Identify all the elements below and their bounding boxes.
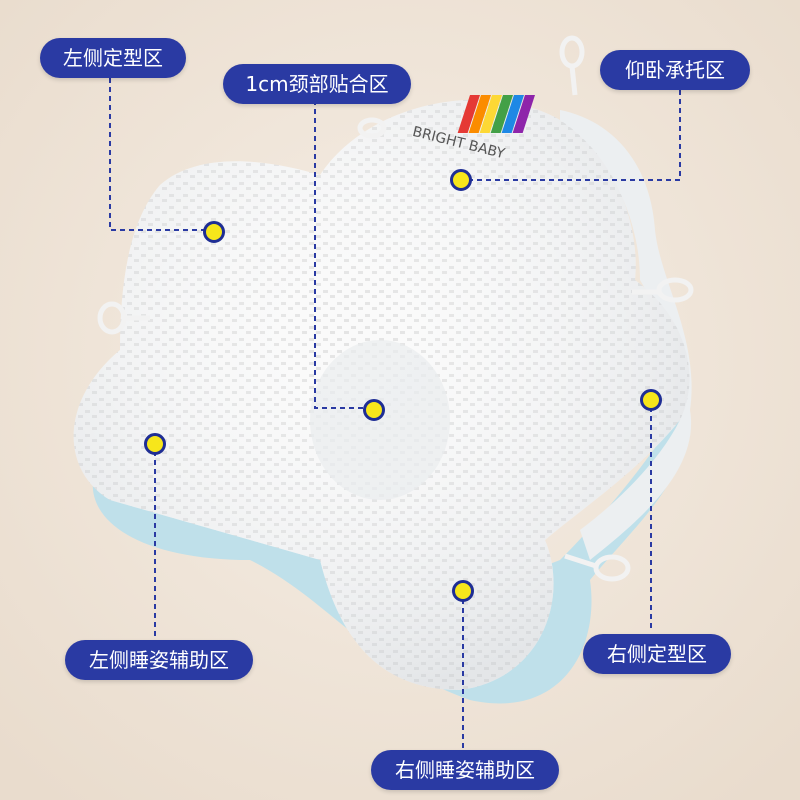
rainbow-badge <box>457 95 535 133</box>
hotspot-left-shaping[interactable] <box>203 221 225 243</box>
callout-right-sleep-aid-zone: 右侧睡姿辅助区 <box>371 750 559 790</box>
hotspot-supine-support[interactable] <box>450 169 472 191</box>
callout-supine-support-zone: 仰卧承托区 <box>600 50 750 90</box>
hotspot-left-sleep-aid[interactable] <box>144 433 166 455</box>
callout-right-shaping-zone: 右侧定型区 <box>583 634 731 674</box>
strap-loops <box>97 35 694 582</box>
pillow-side <box>560 110 692 560</box>
hotspot-neck-fit[interactable] <box>363 399 385 421</box>
callout-neck-fit-zone: 1cm颈部贴合区 <box>223 64 411 104</box>
leader-lines <box>109 78 681 748</box>
callout-left-sleep-aid-zone: 左侧睡姿辅助区 <box>65 640 253 680</box>
callout-left-shaping-zone: 左侧定型区 <box>40 38 186 78</box>
head-cavity <box>310 340 450 500</box>
hotspot-right-sleep-aid[interactable] <box>452 580 474 602</box>
hotspot-right-shaping[interactable] <box>640 389 662 411</box>
